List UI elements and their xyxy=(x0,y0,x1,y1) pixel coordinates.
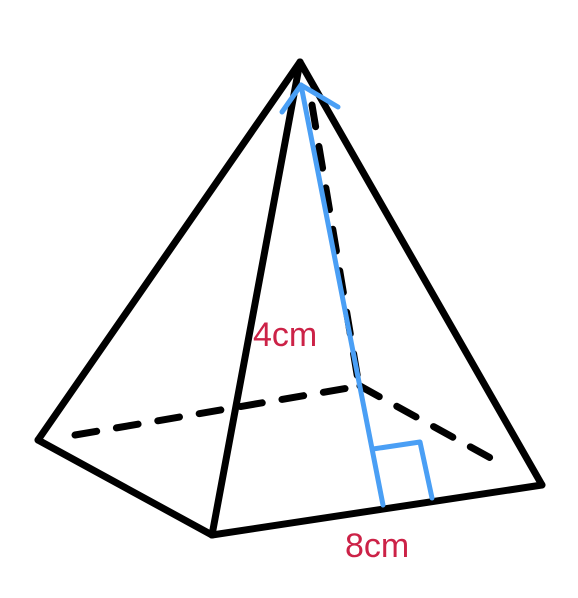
lateral-edge-front xyxy=(208,58,304,539)
visible-base-edge-front-left xyxy=(34,436,216,539)
hidden-base-edge-right xyxy=(356,382,509,470)
base-edge-label: 8cm xyxy=(345,527,409,565)
visible-base-edge-front-right xyxy=(208,481,546,539)
slant-height-label: 4cm xyxy=(253,316,317,354)
arrow-head-icon xyxy=(279,82,341,115)
right-angle-marker-icon xyxy=(370,439,435,501)
hidden-base-edge-left xyxy=(71,382,364,439)
lateral-edge-right xyxy=(296,58,546,489)
lateral-edge-left xyxy=(34,58,304,444)
slant-height-line xyxy=(298,82,386,508)
